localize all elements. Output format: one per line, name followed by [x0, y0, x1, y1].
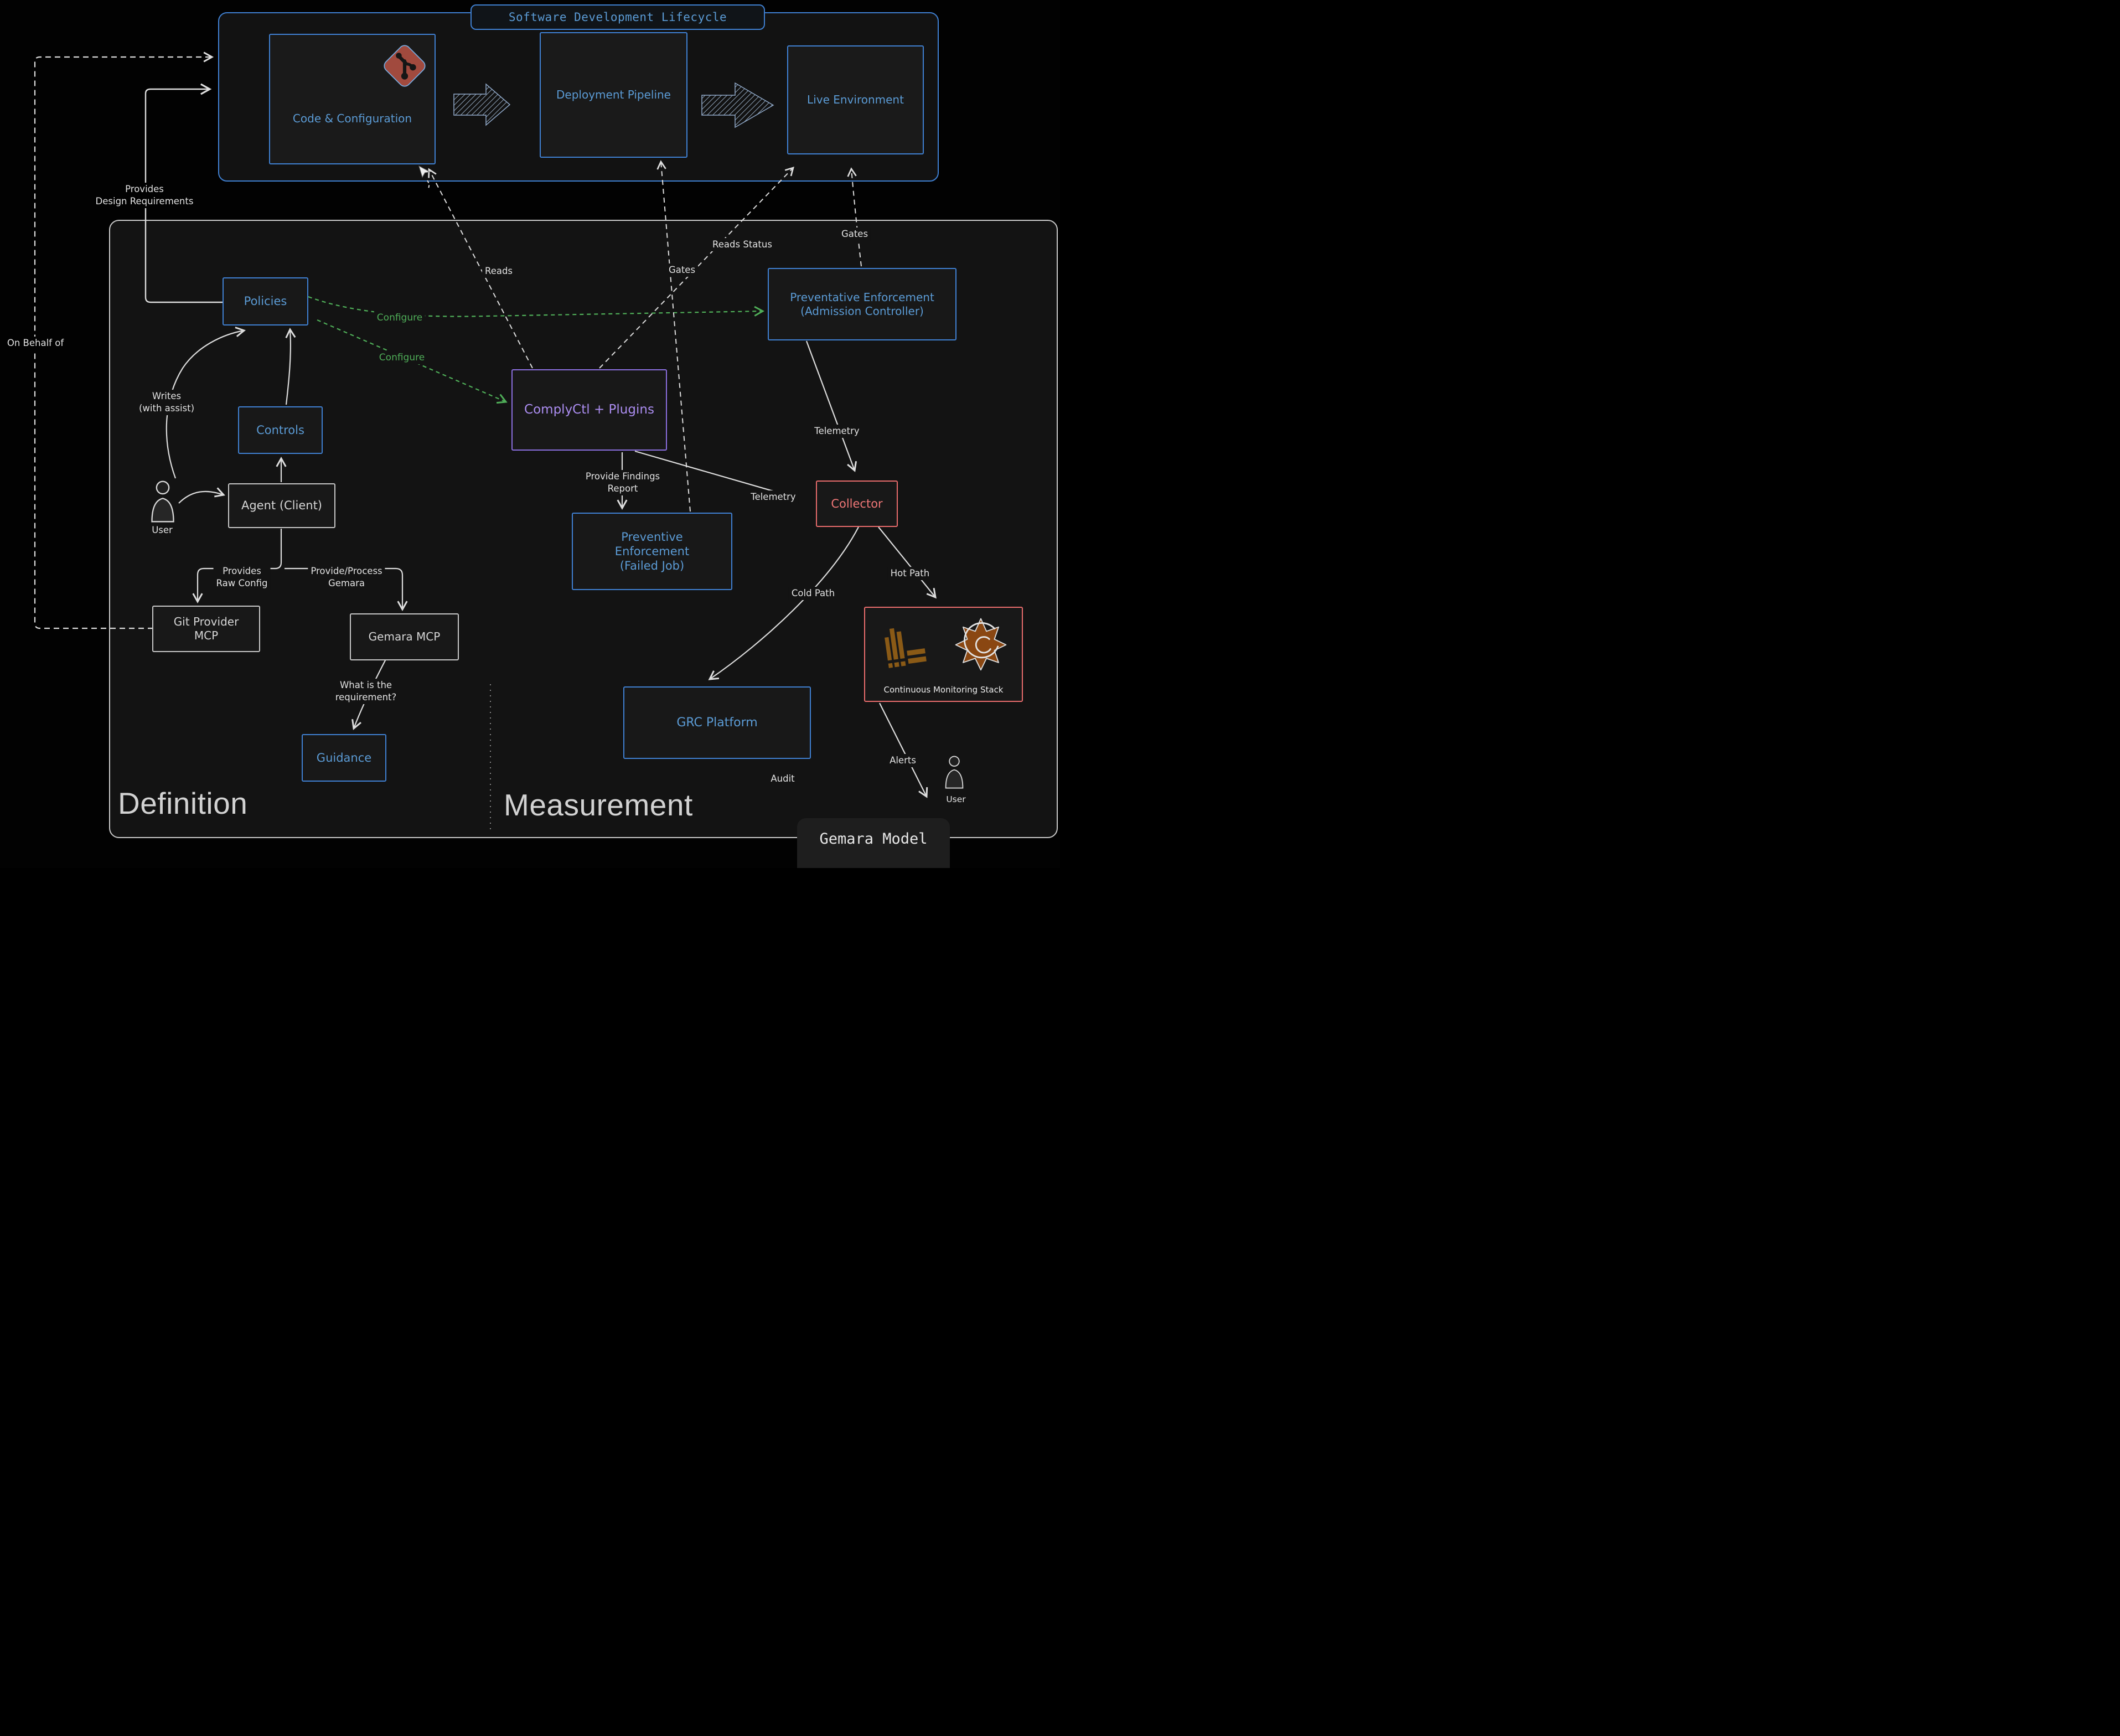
edge-label-reads-status: Reads Status	[710, 238, 775, 251]
loki-icon	[885, 628, 927, 668]
edge-label-alerts: Alerts	[887, 754, 919, 767]
node-continuous-monitoring-stack[interactable]: Continuous Monitoring Stack	[864, 607, 1023, 702]
node-code-configuration-label: Code & Configuration	[292, 111, 412, 125]
node-deployment-pipeline[interactable]: Deployment Pipeline	[540, 32, 687, 158]
edge-label-cold-path: Cold Path	[788, 587, 838, 600]
node-grc-platform[interactable]: GRC Platform	[623, 686, 811, 759]
edge-label-gates-live: Gates	[838, 228, 871, 241]
user-right-label: User	[946, 794, 966, 804]
section-measurement: Measurement	[504, 788, 693, 822]
node-code-configuration[interactable]: Code & Configuration	[269, 34, 436, 164]
node-collector-label: Collector	[831, 497, 883, 510]
node-preventive-failed-label1: Preventive	[621, 530, 683, 544]
node-live-environment[interactable]: Live Environment	[787, 45, 924, 154]
edge-label-gates-pipeline: Gates	[665, 264, 699, 277]
node-preventative-enforcement-admission[interactable]: Preventative Enforcement (Admission Cont…	[768, 268, 956, 340]
user-icon-right[interactable]	[942, 753, 966, 792]
node-agent-client[interactable]: Agent (Client)	[228, 483, 335, 528]
sdl-title[interactable]: Software Development Lifecycle	[470, 4, 765, 30]
node-controls[interactable]: Controls	[238, 406, 323, 454]
node-deployment-pipeline-label: Deployment Pipeline	[556, 88, 671, 101]
node-policies-label: Policies	[244, 294, 287, 308]
gemara-model-label: Gemara Model	[819, 830, 928, 848]
node-collector[interactable]: Collector	[816, 480, 898, 527]
node-grc-platform-label: GRC Platform	[676, 715, 758, 730]
node-agent-client-label: Agent (Client)	[241, 499, 322, 513]
edge-label-hot-path: Hot Path	[887, 567, 933, 580]
edge-label-configure-top: Configure	[374, 311, 426, 325]
node-preventive-enforcement-failed-job[interactable]: Preventive Enforcement (Failed Job)	[572, 513, 732, 590]
node-git-provider-mcp-label2: MCP	[194, 629, 219, 642]
node-git-provider-mcp[interactable]: Git Provider MCP	[152, 606, 260, 652]
node-git-provider-mcp-label1: Git Provider	[173, 615, 239, 628]
node-guidance[interactable]: Guidance	[302, 734, 386, 782]
node-preventative-admission-label2: (Admission Controller)	[800, 304, 924, 318]
edge-label-telemetry-admission: Telemetry	[811, 425, 862, 438]
node-preventative-admission-label1: Preventative Enforcement	[790, 290, 934, 304]
edge-label-reads: Reads	[482, 265, 516, 278]
node-gemara-mcp-label: Gemara MCP	[368, 630, 441, 643]
user-icon-left[interactable]	[147, 479, 178, 524]
user-left-label: User	[152, 525, 173, 535]
node-policies[interactable]: Policies	[223, 277, 308, 326]
section-definition: Definition	[118, 786, 248, 820]
node-preventive-failed-label3: (Failed Job)	[619, 559, 685, 573]
node-complyctl-plugins[interactable]: ComplyCtl + Plugins	[511, 369, 667, 451]
edge-label-on-behalf-of: On Behalf of	[4, 337, 67, 350]
edge-label-telemetry-complyctl: Telemetry	[748, 490, 799, 504]
edge-label-writes-with-assist: Writes(with assist)	[136, 390, 198, 415]
diagram-canvas: Software Development Lifecycle Code & Co…	[0, 0, 1060, 868]
node-live-environment-label: Live Environment	[807, 93, 904, 106]
node-complyctl-plugins-label: ComplyCtl + Plugins	[524, 402, 654, 417]
gemara-model-tag: Gemara Model	[797, 818, 950, 868]
git-icon	[384, 45, 426, 87]
node-controls-label: Controls	[256, 423, 304, 437]
node-gemara-mcp[interactable]: Gemara MCP	[350, 613, 459, 660]
node-preventive-failed-label2: Enforcement	[614, 544, 690, 558]
edge-label-audit: Audit	[768, 772, 798, 786]
node-guidance-label: Guidance	[316, 751, 372, 764]
node-continuous-monitoring-stack-label: Continuous Monitoring Stack	[883, 685, 1004, 695]
edge-label-configure-bottom: Configure	[376, 351, 428, 365]
grafana-icon	[955, 618, 1007, 671]
